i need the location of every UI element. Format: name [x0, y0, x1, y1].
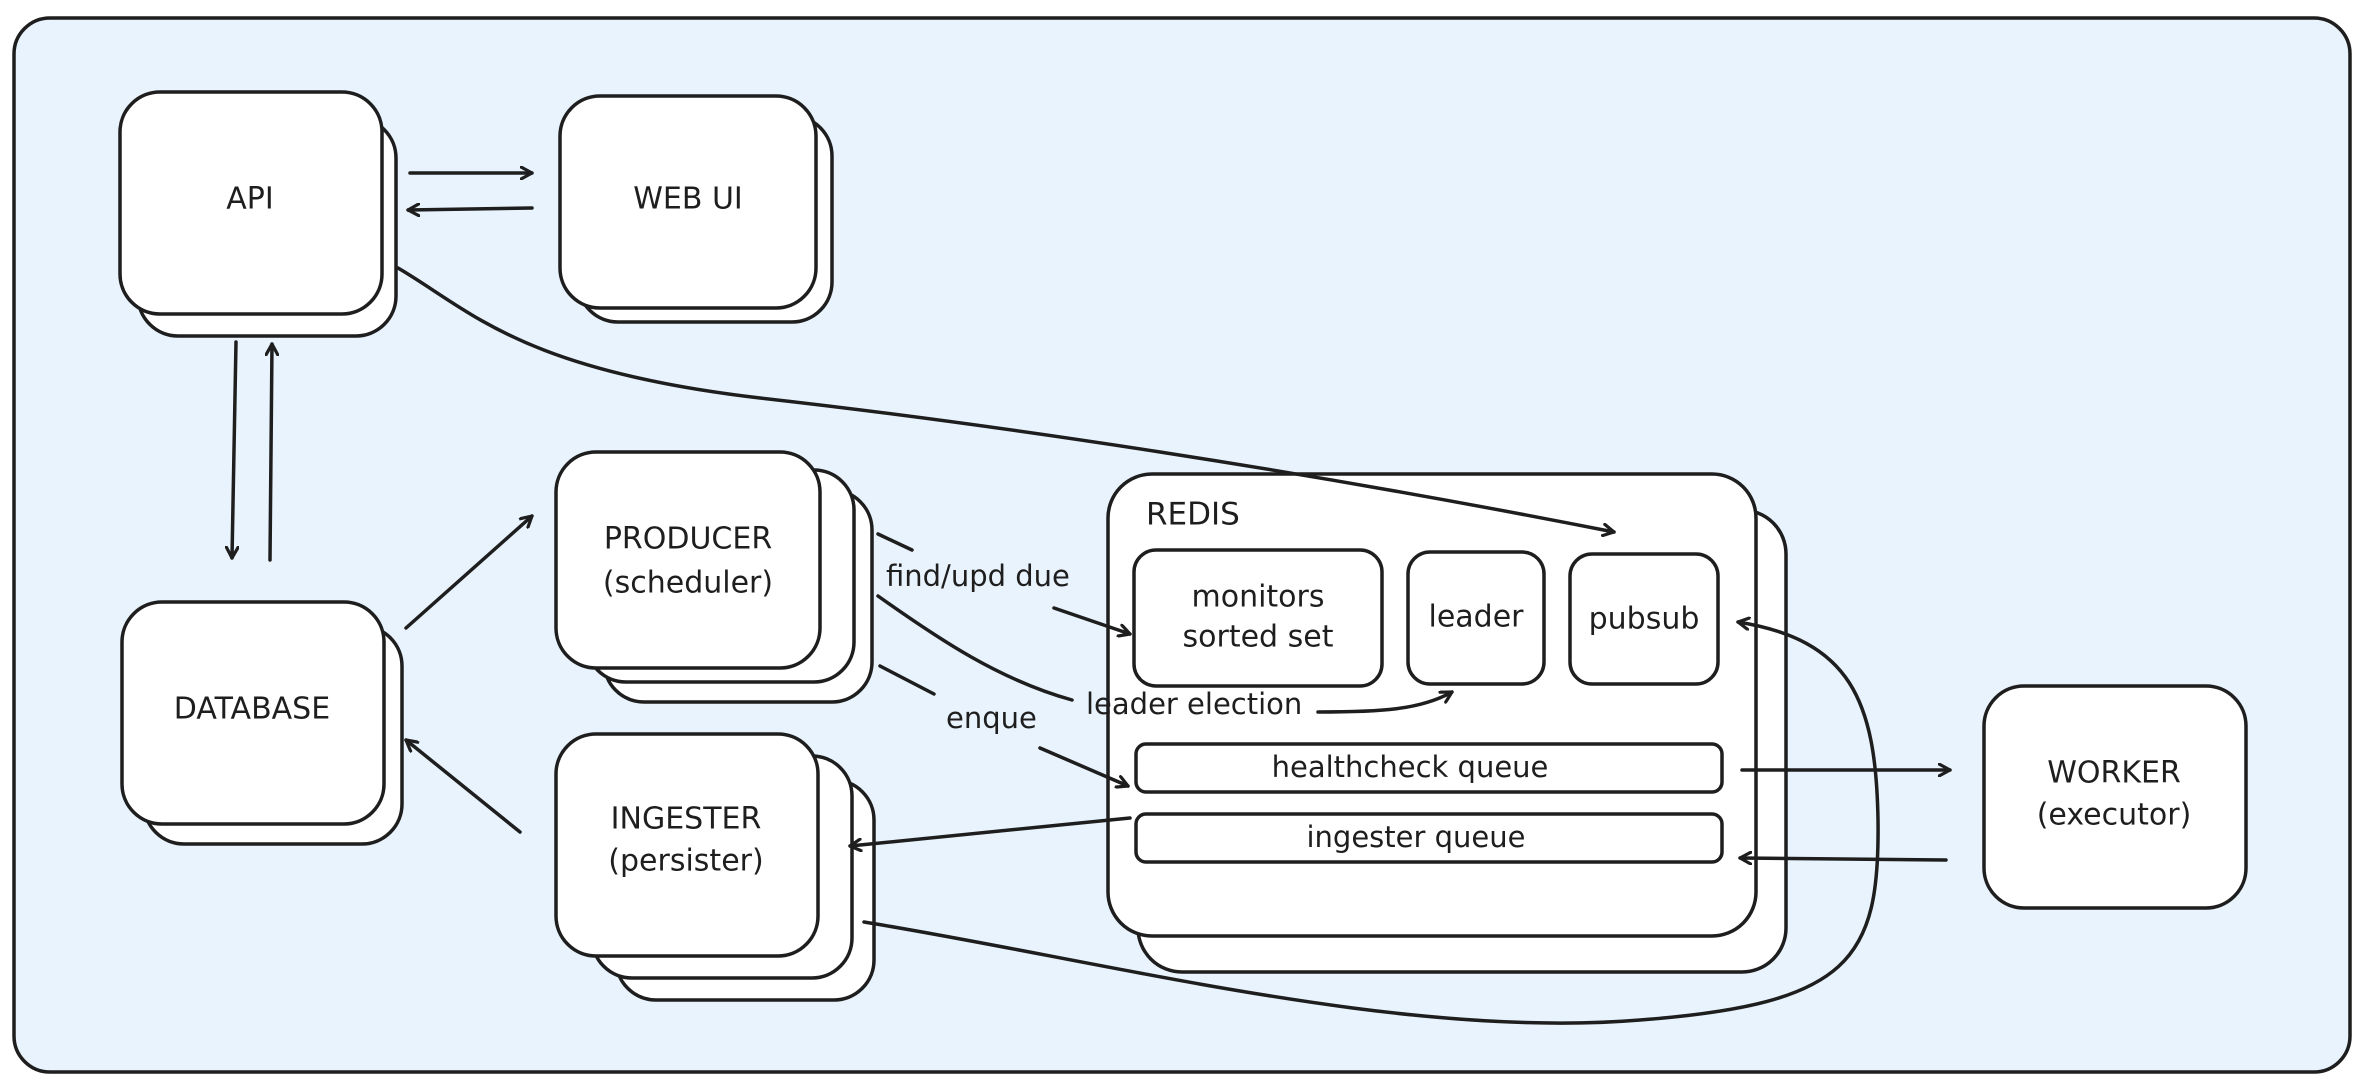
redis-node: REDIS monitors sorted set leader pubsub …	[1106, 472, 1788, 974]
ingester-label: INGESTER	[611, 802, 762, 837]
edge-label-leader-election: leader election	[1086, 687, 1302, 721]
redis-label: REDIS	[1146, 497, 1240, 533]
ingester-queue-label: ingester queue	[1306, 820, 1525, 854]
edge-producer-to-monitors	[1052, 606, 1132, 634]
pubsub-label: pubsub	[1589, 602, 1700, 637]
pubsub-box: pubsub	[1568, 552, 1720, 686]
leader-box: leader	[1406, 550, 1546, 686]
web-ui-label: WEB UI	[633, 182, 743, 217]
edge-ingesterqueue-to-ingester	[848, 816, 1132, 846]
ingester-node: INGESTER (persister)	[554, 732, 876, 1002]
edge-ingester-to-database	[404, 738, 522, 834]
producer-label: PRODUCER	[604, 522, 772, 557]
edge-label-find-upd-due: find/upd due	[886, 559, 1070, 593]
edge-producer-to-leader-a	[876, 594, 1074, 702]
leader-label: leader	[1428, 600, 1524, 635]
api-node: API	[118, 90, 398, 338]
edge-ingester-to-pubsub	[862, 622, 1880, 1025]
ingester-sublabel: (persister)	[608, 844, 763, 879]
worker-node: WORKER (executor)	[1982, 684, 2248, 910]
edge-producer-enque-a	[878, 664, 936, 696]
edge-api-to-pubsub	[396, 266, 1616, 532]
healthcheck-queue: healthcheck queue	[1134, 742, 1724, 794]
edge-producer-enque	[1038, 746, 1130, 786]
edge-producer-to-monitors-a	[876, 532, 914, 552]
producer-node: PRODUCER (scheduler)	[554, 450, 874, 704]
monitors-sorted-set: monitors sorted set	[1132, 548, 1384, 688]
edge-database-to-api	[270, 342, 272, 562]
worker-sublabel: (executor)	[2037, 798, 2192, 833]
database-node: DATABASE	[120, 600, 404, 846]
worker-label: WORKER	[2047, 756, 2181, 791]
ingester-queue: ingester queue	[1134, 812, 1724, 864]
database-label: DATABASE	[174, 692, 330, 727]
healthcheck-queue-label: healthcheck queue	[1272, 750, 1549, 784]
monitors-label-line1: monitors	[1191, 580, 1324, 615]
api-label: API	[226, 182, 273, 217]
edge-producer-to-leader	[1316, 690, 1454, 714]
edge-label-enque: enque	[946, 701, 1037, 735]
edge-database-to-producer	[404, 514, 534, 630]
edge-webui-to-api	[406, 208, 534, 210]
edge-api-to-database	[232, 340, 236, 560]
monitors-label-line2: sorted set	[1183, 620, 1334, 655]
edge-worker-to-ingesterqueue	[1738, 858, 1948, 860]
producer-sublabel: (scheduler)	[603, 566, 773, 601]
web-ui-node: WEB UI	[558, 94, 834, 324]
